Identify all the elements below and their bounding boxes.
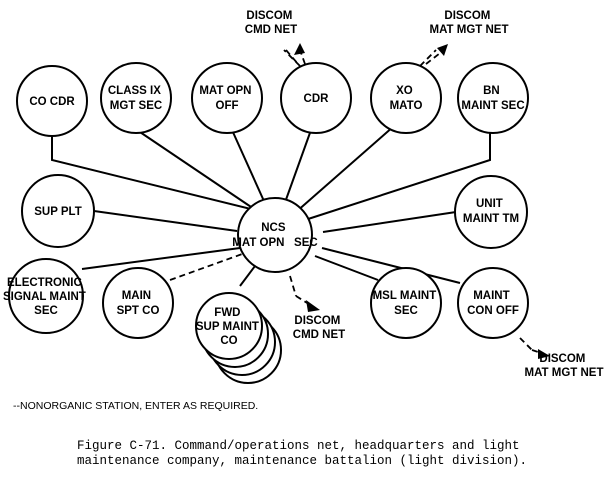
cdr-arrowhead — [294, 43, 305, 55]
discom-mat-bottom-1: DISCOM — [539, 353, 585, 365]
discom-cmd-bottom-1: DISCOM — [294, 315, 340, 327]
unit-label-1: UNIT — [476, 198, 503, 210]
svg-text:DISCOM MAT MGT NET: DISCOM MAT MGT NET — [430, 10, 509, 36]
link-cdr — [282, 129, 312, 209]
elec-label-3: SEC — [34, 305, 58, 317]
maint-con-label-1: MAINT — [473, 290, 509, 302]
unit-label-2: MAINT TM — [463, 213, 519, 225]
station-msl-circle — [370, 267, 442, 339]
discom-mat-top-1: DISCOM — [444, 10, 490, 22]
svg-text:CLASS IX MGT SEC: CLASS IX MGT SEC — [108, 85, 164, 112]
station-co-cdr-circle — [16, 65, 88, 137]
cdr-dash-return — [285, 49, 299, 65]
station-bn-circle — [457, 62, 529, 134]
station-class-ix-circle — [100, 62, 172, 134]
svg-text:BN MAINT SEC: BN MAINT SEC — [461, 85, 524, 112]
bn-label-1: BN — [483, 85, 500, 97]
link-unit — [322, 211, 457, 233]
ncs-dash-down — [289, 275, 297, 297]
station-mat-opn-off-circle — [191, 62, 263, 134]
bn-label-2: MAINT SEC — [461, 100, 524, 112]
svg-text:DISCOM CMD NET: DISCOM CMD NET — [293, 315, 345, 341]
station-cdr-circle — [280, 62, 352, 134]
elec-label-2: SIGNAL MAINT — [3, 291, 86, 303]
external-links — [283, 43, 550, 359]
msl-label-2: SEC — [394, 305, 418, 317]
station-unit-circle — [454, 175, 528, 249]
station-ncs-circle — [237, 197, 313, 273]
link-class-ix — [133, 127, 261, 214]
svg-text:MAINT CON OFF: MAINT CON OFF — [467, 290, 519, 317]
svg-text:XO MATO: XO MATO — [390, 85, 423, 112]
mat-opn-off-label-2: OFF — [216, 100, 239, 112]
link-sup-plt — [93, 210, 238, 232]
sup-plt-label: SUP PLT — [34, 206, 82, 218]
stations — [8, 62, 529, 360]
svg-text:UNIT MAINT TM: UNIT MAINT TM — [463, 198, 519, 225]
maint-con-label-2: CON OFF — [467, 305, 519, 317]
station-labels: CO CDR CLASS IX MGT SEC MAT OPN OFF CDR … — [3, 85, 525, 347]
main-spt-label-1: MAIN — [122, 290, 151, 302]
xo-label-1: XO — [396, 85, 413, 97]
co-cdr-label: CO CDR — [29, 96, 75, 108]
discom-cmd-top-1: DISCOM — [246, 10, 292, 22]
cdr-label: CDR — [304, 93, 330, 105]
legend-note: --NONORGANIC STATION, ENTER AS REQUIRED. — [13, 400, 258, 412]
station-xo-circle — [370, 62, 442, 134]
xo-arrowhead — [437, 44, 448, 56]
svg-text:FWD SUP MAINT CO: FWD SUP MAINT CO — [196, 307, 262, 347]
svg-text:NCS MAT OPN SEC: NCS MAT OPN SEC — [232, 222, 317, 249]
ncs-label-1: NCS — [261, 222, 286, 234]
station-fwd-circle — [195, 292, 263, 360]
svg-text:ELECTRONIC SIGNAL MAINT: ELECTRONIC SIGNAL MAINT SEC — [3, 277, 89, 317]
link-main-spt — [169, 252, 246, 281]
link-co-cdr — [51, 132, 256, 211]
msl-label-1: MSL MAINT — [373, 290, 437, 302]
xo-label-2: MATO — [390, 100, 423, 112]
svg-text:DISCOM CMD NET: DISCOM CMD NET — [245, 10, 297, 36]
class-ix-label-1: CLASS IX — [108, 85, 161, 97]
fwd-label-2: SUP MAINT — [196, 321, 259, 333]
main-spt-label-2: SPT CO — [117, 305, 160, 317]
class-ix-label-2: MGT SEC — [110, 100, 162, 112]
mat-opn-off-label-1: MAT OPN — [199, 85, 251, 97]
xo-dash-up-right — [425, 49, 445, 65]
svg-text:MAIN SPT CO: MAIN SPT CO — [117, 290, 160, 317]
link-maint-con — [321, 247, 461, 284]
fwd-label-1: FWD — [214, 307, 240, 319]
svg-text:CDR: CDR — [304, 93, 330, 105]
discom-cmd-bottom-2: CMD NET — [293, 329, 345, 341]
svg-text:MSL MAINT SEC: MSL MAINT SEC — [373, 290, 440, 317]
caption-line-2: maintenance company, maintenance battali… — [77, 454, 527, 468]
svg-text:MAT OPN OFF: MAT OPN OFF — [199, 85, 254, 112]
link-xo — [295, 125, 395, 213]
maint-con-arrowhead — [538, 349, 550, 359]
ncs-label-2: MAT OPN SEC — [232, 237, 317, 249]
cdr-dash-up-left — [283, 49, 301, 67]
external-labels: DISCOM CMD NET DISCOM MAT MGT NET DISCOM… — [245, 10, 604, 379]
station-sup-plt-circle — [21, 174, 95, 248]
link-bn — [304, 132, 491, 221]
station-main-spt-circle — [102, 267, 174, 339]
ncs-arrowhead — [306, 300, 320, 312]
caption-line-1: Figure C-71. Command/operations net, hea… — [77, 439, 520, 453]
xo-dash-up-left — [419, 49, 437, 67]
station-maint-con-circle — [457, 267, 529, 339]
svg-text:SUP PLT: SUP PLT — [34, 206, 82, 218]
elec-label-1: ELECTRONIC — [7, 277, 82, 289]
maint-con-dash-down — [519, 337, 533, 351]
discom-mat-top-2: MAT MGT NET — [430, 24, 509, 36]
link-msl — [314, 255, 379, 281]
fwd-label-3: CO — [220, 335, 237, 347]
discom-mat-bottom-2: MAT MGT NET — [525, 367, 604, 379]
link-elec — [81, 247, 241, 270]
link-mat-opn-off — [231, 129, 269, 211]
svg-text:CO CDR: CO CDR — [29, 96, 75, 108]
svg-text:DISCOM MAT MGT NET: DISCOM MAT MGT NET — [525, 353, 604, 379]
svg-text:Figure C-71. Command/operation: Figure C-71. Command/operations net, hea… — [77, 439, 527, 468]
station-elec-circle — [8, 258, 84, 334]
discom-cmd-top-2: CMD NET — [245, 24, 297, 36]
